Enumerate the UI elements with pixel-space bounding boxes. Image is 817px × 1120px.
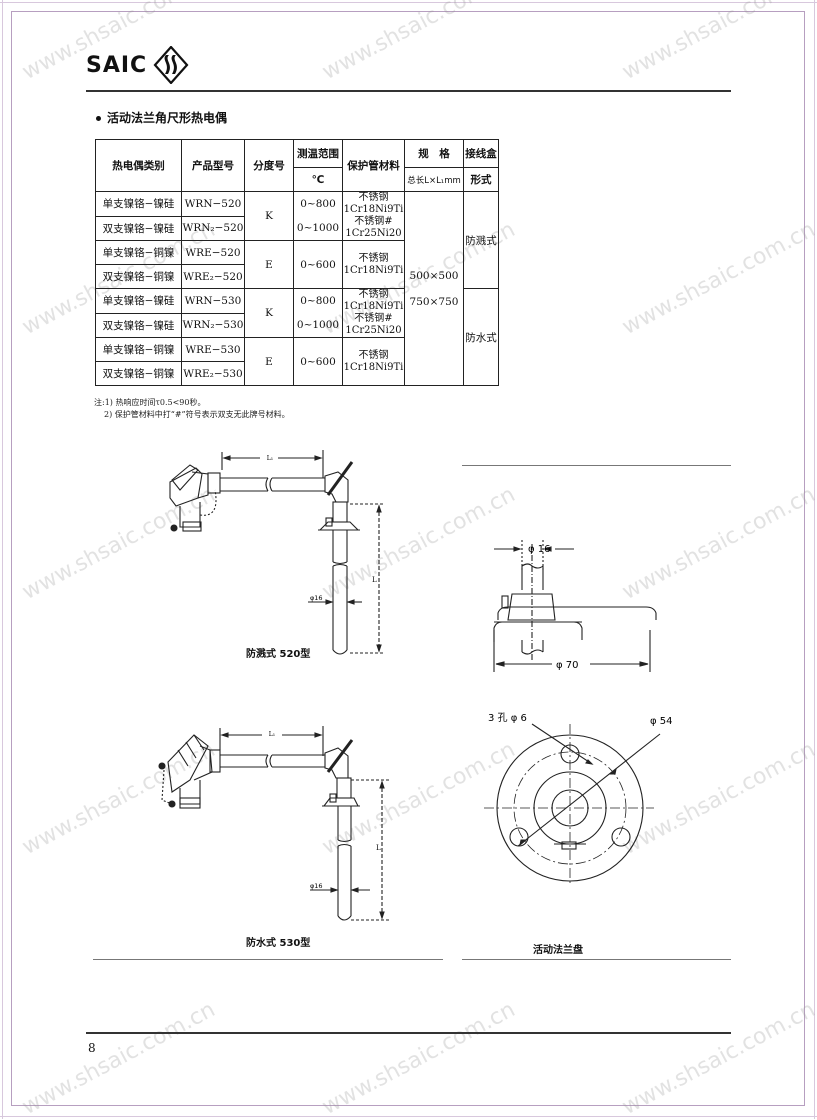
note-2: 2) 保护管材料中打“#”符号表示双支无此牌号材料。 <box>104 410 290 419</box>
header-type: 热电偶类别 <box>95 139 182 192</box>
figure-divider <box>462 959 731 960</box>
page-edge <box>0 2 817 3</box>
table-notes: 注:1) 热响应时间τ0.5<90秒。 2) 保护管材料中打“#”符号表示双支无… <box>94 397 290 421</box>
table-row: 单支镍铬−镍硅 WRN−530 K 0~800 不锈钢 1Cr18Ni9Ti 防… <box>95 288 499 386</box>
figure-caption-530: 防水式 530型 <box>246 938 311 949</box>
cell-model: WRE₂−520 <box>181 264 245 289</box>
cell-material: 不锈钢 1Cr18Ni9Ti <box>342 288 405 313</box>
cell-range: 0~600 <box>293 240 343 289</box>
header-box: 接线盒 <box>463 139 499 168</box>
cell-type: 双支镍铬−铜镍 <box>95 361 182 386</box>
table-row: 双支镍铬−铜镍 WRE₂−520 <box>95 264 499 289</box>
note-1: 注:1) 热响应时间τ0.5<90秒。 <box>94 398 206 407</box>
cell-type: 双支镍铬−镍硅 <box>95 215 182 241</box>
table-row: 双支镍铬−铜镍 WRE₂−530 <box>95 361 499 386</box>
spec-table: 热电偶类别 产品型号 分度号 测温范围 保护管材料 规 格 接线盒 ℃ 总长L×… <box>95 139 499 386</box>
cell-graduation: K <box>244 191 294 241</box>
cell-type: 单支镍铬−铜镍 <box>95 337 182 362</box>
logo-text: SAIC <box>86 52 148 78</box>
dim-phi: φ16 <box>310 594 323 602</box>
dim-l: L <box>372 576 377 584</box>
figure-caption-flange: 活动法兰盘 <box>533 945 583 956</box>
cell-material: 不锈钢# 1Cr25Ni20 <box>342 216 405 241</box>
header-spec: 规 格 <box>404 139 464 168</box>
table-row: 双支镍铬−镍硅 WRN₂−520 0~1000 不锈钢# 1Cr25Ni20 <box>95 215 499 241</box>
cell-model: WRE−530 <box>181 337 245 362</box>
ss-diamond-logo-icon <box>153 46 189 84</box>
cell-range: 0~600 <box>293 337 343 386</box>
table-header-row: ℃ 总长L×L₁mm 形式 <box>96 167 499 192</box>
cell-box-type: 防水式 <box>463 288 499 386</box>
flange-plate-shape <box>497 606 657 620</box>
flange-side-drawing: φ 16 φ 70 <box>493 540 651 672</box>
dim-phi70: φ 70 <box>556 660 579 671</box>
figure-divider <box>462 465 731 466</box>
cell-model: WRN₂−530 <box>181 312 245 338</box>
figure-divider <box>93 959 443 960</box>
cell-range: 0~1000 <box>293 216 343 241</box>
cell-range: 0~800 <box>293 288 343 313</box>
table-row: 单支镍铬−铜镍 WRE−530 E 0~600 不锈钢 1Cr18Ni9Ti <box>95 337 499 386</box>
dim-phi54: φ 54 <box>650 716 673 727</box>
cell-model: WRN₂−520 <box>181 215 245 241</box>
page-number: 8 <box>88 1041 96 1055</box>
cell-graduation: E <box>244 240 294 289</box>
dim-phi16: φ 16 <box>528 544 551 555</box>
cell-range: 0~1000 <box>293 313 343 338</box>
table-row: 单支镍铬−铜镍 WRE−520 E 0~600 不锈钢 1Cr18Ni9Ti <box>95 240 499 289</box>
footer-rule <box>86 1032 731 1034</box>
cell-material: 不锈钢# 1Cr25Ni20 <box>342 313 405 338</box>
thermocouple-530-drawing: L₁ L φ16 <box>158 726 390 921</box>
table-row: 单支镍铬−镍硅 WRN−520 K 0~800 不锈钢 1Cr18Ni9Ti 5… <box>95 191 499 386</box>
cell-graduation: K <box>244 288 294 338</box>
cell-model: WRN−520 <box>181 191 245 217</box>
cell-type: 单支镍铬−镍硅 <box>95 191 182 217</box>
header-spec-sub: 总长L×L₁mm <box>404 167 464 192</box>
header-model: 产品型号 <box>181 139 245 192</box>
cell-material: 不锈钢 1Cr18Ni9Ti <box>342 337 405 386</box>
header-range-unit: ℃ <box>293 167 343 192</box>
cell-type: 单支镍铬−镍硅 <box>95 288 182 314</box>
dim-holes: 3 孔 φ 6 <box>488 712 527 724</box>
bullet-icon <box>96 116 101 121</box>
header-material: 保护管材料 <box>342 139 405 192</box>
cell-range: 0~800 <box>293 191 343 216</box>
section-title: 活动法兰角尺形热电偶 <box>96 109 227 126</box>
dim-phi: φ16 <box>310 882 323 890</box>
page-edge <box>814 0 815 1119</box>
page-edge <box>2 0 3 1119</box>
flange-top-drawing: 3 孔 φ 6 φ 54 <box>484 712 673 886</box>
header-graduation: 分度号 <box>244 139 294 192</box>
header-box-sub: 形式 <box>463 167 499 192</box>
cell-type: 双支镍铬−铜镍 <box>95 264 182 289</box>
cell-box-type: 防溅式 <box>463 191 499 289</box>
cell-graduation: E <box>244 337 294 386</box>
cell-spec: 500×500 750×750 <box>404 191 464 386</box>
cell-type: 单支镍铬−铜镍 <box>95 240 182 265</box>
cell-model: WRN−530 <box>181 288 245 314</box>
table-header-row: 热电偶类别 产品型号 分度号 测温范围 保护管材料 规 格 接线盒 <box>95 139 499 192</box>
figure-caption-520: 防溅式 520型 <box>246 649 311 660</box>
thermocouple-520-drawing: L₁ L φ16 <box>169 450 385 655</box>
cell-type: 双支镍铬−镍硅 <box>95 312 182 338</box>
cell-model: WRE₂−530 <box>181 361 245 386</box>
page-edge <box>0 1116 817 1117</box>
page-frame <box>11 11 805 1106</box>
cell-model: WRE−520 <box>181 240 245 265</box>
dim-l: L <box>376 844 381 852</box>
cell-material: 不锈钢 1Cr18Ni9Ti <box>342 191 405 216</box>
cell-material: 不锈钢 1Cr18Ni9Ti <box>342 240 405 289</box>
saic-logo: SAIC <box>86 46 189 84</box>
dim-l1: L₁ <box>269 731 275 738</box>
header-range: 测温范围 <box>293 139 343 168</box>
dim-l1: L₁ <box>267 455 273 462</box>
header-rule <box>86 90 731 92</box>
